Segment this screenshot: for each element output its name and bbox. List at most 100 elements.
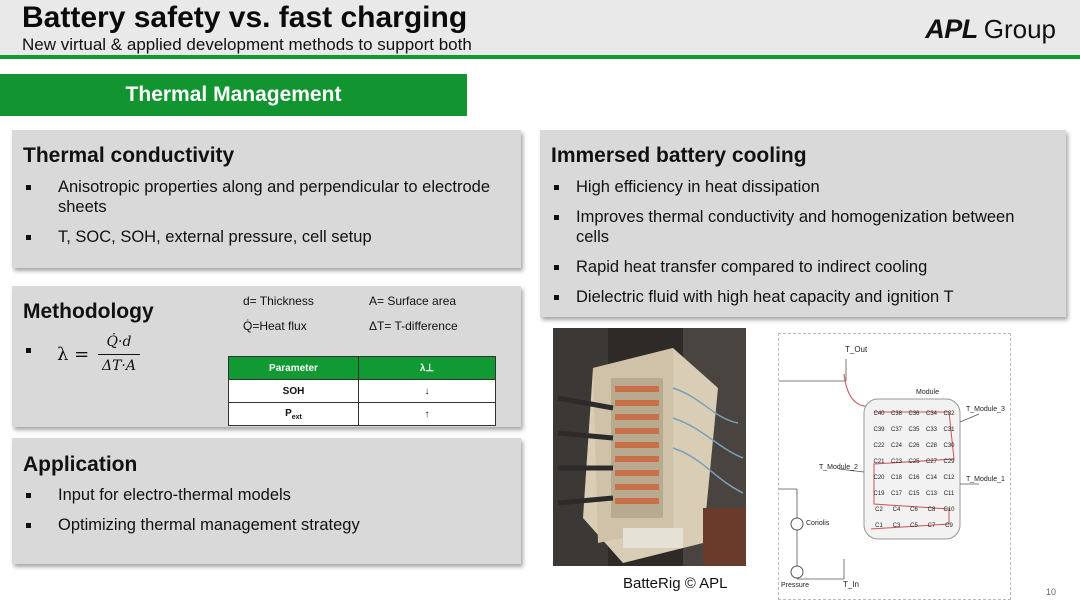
bullet-icon — [554, 295, 559, 300]
logo-mark: APL — [925, 13, 978, 44]
table-row: SOH ↓ — [228, 379, 496, 403]
cell-label: C15 — [908, 491, 920, 497]
cell-label: C19 — [873, 491, 885, 497]
bullet-icon — [26, 493, 31, 498]
thermal-conductivity-heading: Thermal conductivity — [23, 144, 235, 167]
bullet-icon — [554, 215, 559, 220]
battery-rig-image — [553, 328, 746, 566]
immersed-cooling-heading: Immersed battery cooling — [551, 144, 807, 167]
thermal-conductivity-panel: Thermal conductivity Anisotropic propert… — [12, 130, 521, 268]
cell-label: C16 — [908, 475, 920, 481]
cell-label: C37 — [890, 427, 902, 433]
cell-label: C17 — [890, 491, 902, 497]
bullet-icon — [26, 185, 31, 190]
cell-label: C30 — [943, 443, 955, 449]
cell-label: C36 — [908, 411, 920, 417]
label-t-in: T_In — [843, 580, 860, 589]
cell-label: C24 — [890, 443, 902, 449]
table-cell: Pext — [228, 402, 359, 426]
photo-caption: BatteRig © APL — [623, 575, 728, 592]
cell-row: C22 C24 C26 C28 C30 — [871, 438, 957, 454]
var-surface-area: A= Surface area — [369, 294, 457, 308]
cell-row: C39 C37 C35 C33 C31 — [871, 422, 957, 438]
module-flow-diagram: T_Out Module T_Module_3 T_Module_2 T_Mod… — [778, 333, 1011, 600]
methodology-panel: Methodology λ = Q̇·d ΔT·A d= Thickness A… — [12, 286, 521, 427]
cell-label: C28 — [925, 443, 937, 449]
cell-label: C1 — [875, 523, 883, 529]
header-divider — [0, 55, 1080, 59]
table-header-row: Parameter λ⊥ — [228, 356, 496, 380]
slide-title: Battery safety vs. fast charging — [22, 1, 468, 34]
list-item: Improves thermal conductivity and homoge… — [540, 207, 1050, 247]
cell-label: C35 — [908, 427, 920, 433]
cell-row: C1 C3 C5 C7 C9 — [871, 518, 957, 534]
cell-label: C4 — [892, 507, 901, 513]
formula-denominator: ΔT·A — [101, 358, 136, 374]
cell-label: C13 — [925, 491, 937, 497]
list-item: High efficiency in heat dissipation — [540, 177, 1050, 197]
cell-row: C20 C18 C16 C14 C12 — [871, 470, 957, 486]
var-heat-flux: Q̇=Heat flux — [243, 319, 307, 333]
cell-label: C33 — [925, 427, 937, 433]
page-number: 10 — [1045, 587, 1056, 597]
table-header-parameter: Parameter — [228, 356, 359, 380]
cell-label: C3 — [892, 523, 901, 529]
list-item: Rapid heat transfer compared to indirect… — [540, 257, 1050, 277]
methodology-heading: Methodology — [23, 300, 154, 323]
parameter-table: Parameter λ⊥ SOH ↓ Pext ↑ — [228, 356, 496, 426]
apl-group-logo: APL Group — [925, 14, 1056, 44]
cell-label: C7 — [927, 523, 936, 529]
cell-label: C31 — [943, 427, 955, 433]
cell-label: C34 — [925, 411, 937, 417]
cell-label: C14 — [925, 475, 937, 481]
cell-label: C18 — [890, 475, 902, 481]
cell-label: C22 — [873, 443, 885, 449]
formula-numerator: Q̇·d — [106, 334, 132, 350]
label-t-out: T_Out — [845, 345, 868, 354]
slide-subtitle: New virtual & applied development method… — [22, 35, 472, 54]
table-row: Pext ↑ — [228, 402, 496, 426]
label-t-module-1: T_Module_1 — [966, 476, 1005, 483]
cell-label: C9 — [945, 523, 953, 529]
cell-label: C25 — [908, 459, 920, 465]
table-header-lambda: λ⊥ — [358, 356, 496, 380]
list-item: Dielectric fluid with high heat capacity… — [540, 287, 1050, 307]
cell-label: C21 — [873, 459, 885, 465]
application-heading: Application — [23, 453, 138, 476]
label-pressure: Pressure — [781, 582, 810, 589]
cell-label: C26 — [908, 443, 920, 449]
cell-label: C39 — [873, 427, 885, 433]
list-item: T, SOC, SOH, external pressure, cell set… — [12, 227, 502, 247]
application-panel: Application Input for electro-thermal mo… — [12, 438, 521, 564]
table-cell: ↑ — [358, 402, 496, 426]
application-list: Input for electro-thermal models Optimiz… — [12, 485, 502, 545]
bullet-icon — [554, 265, 559, 270]
section-tab-thermal-management: Thermal Management — [0, 74, 467, 116]
thermal-conductivity-list: Anisotropic properties along and perpend… — [12, 177, 502, 257]
cell-label: C10 — [943, 507, 955, 513]
formula-lambda: λ = — [57, 344, 90, 365]
bullet-icon — [26, 523, 31, 528]
cell-label: C27 — [925, 459, 937, 465]
bullet-icon — [26, 235, 31, 240]
label-module: Module — [916, 389, 939, 396]
table-cell: ↓ — [358, 379, 496, 403]
cell-label: C23 — [890, 459, 902, 465]
var-temperature-difference: ΔT= T-difference — [369, 319, 458, 333]
header-bar — [0, 0, 1080, 56]
label-t-module-2: T_Module_2 — [819, 464, 858, 471]
cell-label: C38 — [890, 411, 902, 417]
cell-label: C6 — [910, 507, 918, 513]
battery-rig-photo — [553, 328, 746, 566]
bullet-icon — [554, 185, 559, 190]
cell-label: C20 — [873, 475, 885, 481]
cell-label: C11 — [943, 491, 955, 497]
cell-label: C5 — [910, 523, 918, 529]
fraction-bar — [98, 354, 140, 355]
cell-label: C12 — [943, 475, 955, 481]
module-diagram-graphic — [779, 359, 980, 580]
cell-label: C32 — [943, 411, 955, 417]
